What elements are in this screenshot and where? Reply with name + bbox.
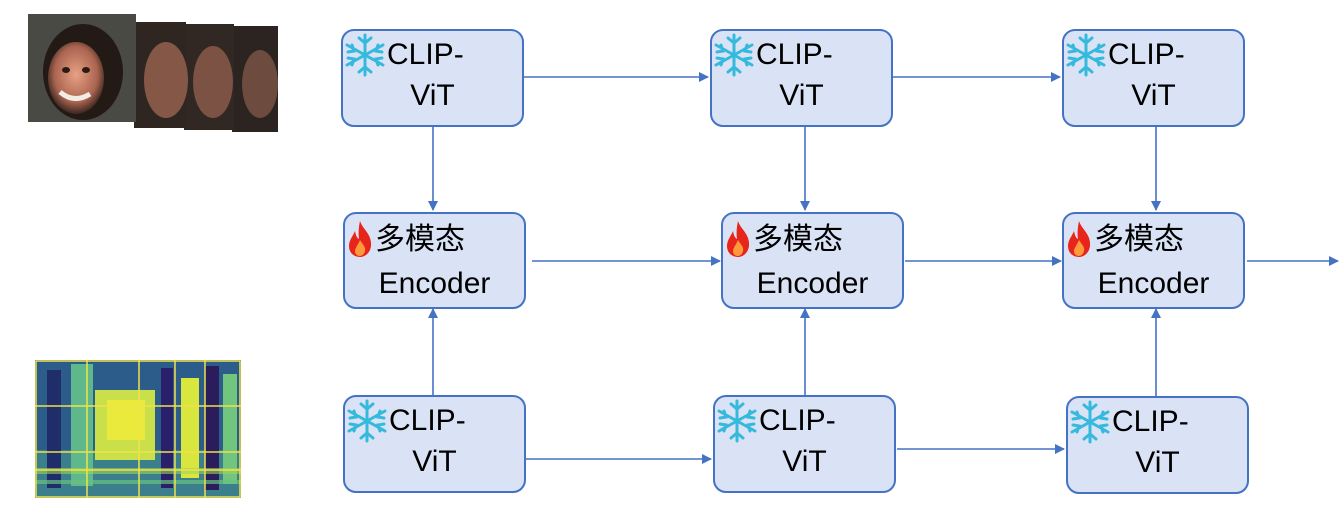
clip-vit-audio-1: CLIP- ViT xyxy=(343,395,526,493)
multimodal-encoder-3: 多模态 Encoder xyxy=(1062,212,1245,309)
clip-label-line1: CLIP- xyxy=(1108,38,1185,71)
multimodal-encoder-1: 多模态 Encoder xyxy=(343,212,526,309)
clip-vit-audio-3: CLIP- ViT xyxy=(1066,396,1249,494)
clip-label-line2: ViT xyxy=(1131,79,1176,112)
face-frames-image xyxy=(28,14,278,134)
snowflake-icon xyxy=(715,397,759,445)
clip-vit-audio-2: CLIP- ViT xyxy=(713,395,896,493)
encoder-label-line1: 多模态 xyxy=(375,223,465,256)
flame-icon xyxy=(723,218,753,258)
clip-label-line2: ViT xyxy=(782,445,827,478)
snowflake-icon xyxy=(343,31,387,79)
flame-icon xyxy=(345,218,375,258)
encoder-label-line1: 多模态 xyxy=(753,223,843,256)
clip-label-line1: CLIP- xyxy=(1112,405,1189,438)
snowflake-icon xyxy=(712,31,756,79)
spectrogram-image xyxy=(35,360,241,498)
clip-vit-video-3: CLIP- ViT xyxy=(1062,29,1245,127)
encoder-label-line2: Encoder xyxy=(756,267,869,300)
clip-label-line1: CLIP- xyxy=(759,404,836,437)
encoder-label-line1: 多模态 xyxy=(1094,223,1184,256)
encoder-label-line2: Encoder xyxy=(1097,267,1210,300)
clip-label-line2: ViT xyxy=(1135,446,1180,479)
clip-vit-video-2: CLIP- ViT xyxy=(710,29,893,127)
clip-vit-video-1: CLIP- ViT xyxy=(341,29,524,127)
clip-label-line1: CLIP- xyxy=(387,38,464,71)
multimodal-encoder-2: 多模态 Encoder xyxy=(721,212,904,309)
snowflake-icon xyxy=(1064,31,1108,79)
snowflake-icon xyxy=(1068,398,1112,446)
snowflake-icon xyxy=(345,397,389,445)
clip-label-line2: ViT xyxy=(410,79,455,112)
clip-label-line2: ViT xyxy=(412,445,457,478)
flame-icon xyxy=(1064,218,1094,258)
clip-label-line1: CLIP- xyxy=(756,38,833,71)
encoder-label-line2: Encoder xyxy=(378,267,491,300)
clip-label-line2: ViT xyxy=(779,79,824,112)
clip-label-line1: CLIP- xyxy=(389,404,466,437)
